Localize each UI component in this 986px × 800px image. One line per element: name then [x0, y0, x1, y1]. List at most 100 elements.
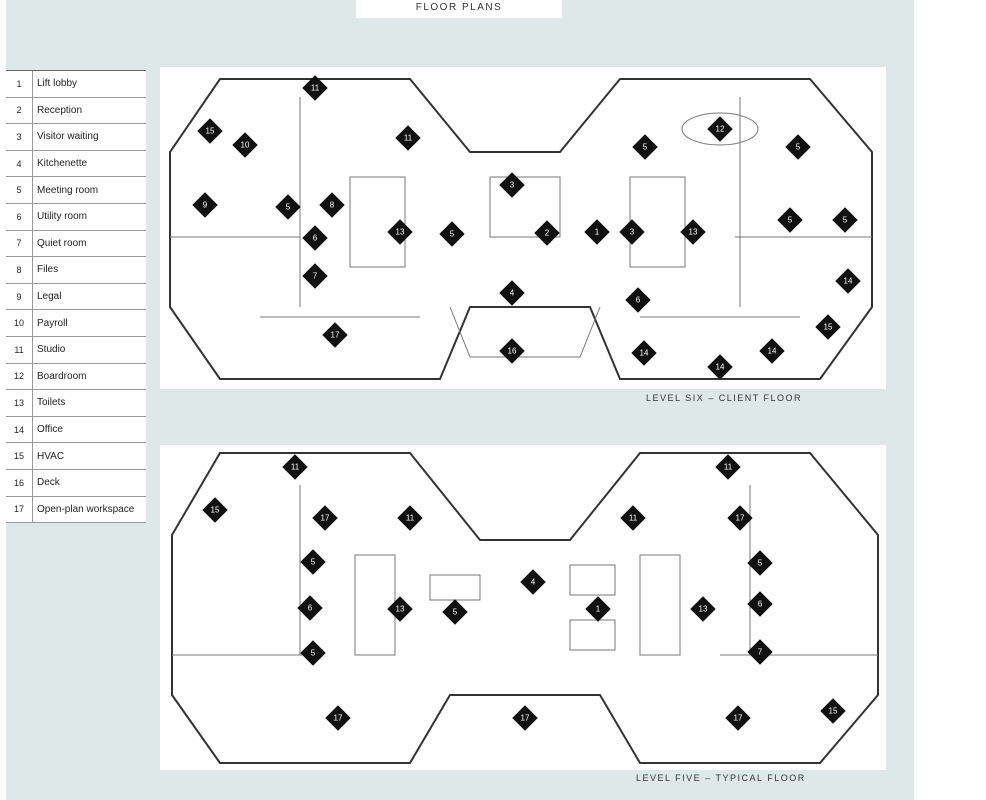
marker-label: 15	[824, 323, 833, 332]
marker-label: 6	[636, 296, 641, 305]
room-marker: 5	[832, 207, 858, 233]
marker-diamond	[319, 192, 345, 218]
marker-diamond	[690, 596, 716, 622]
legend-number: 4	[6, 150, 33, 177]
marker-label: 13	[396, 228, 405, 237]
marker-label: 3	[630, 228, 635, 237]
room-marker: 14	[759, 338, 785, 364]
marker-label: 17	[321, 514, 330, 523]
marker-diamond	[707, 116, 733, 142]
marker-diamond	[297, 595, 323, 621]
marker-diamond	[312, 505, 338, 531]
marker-label: 8	[330, 201, 335, 210]
marker-diamond	[300, 640, 326, 666]
marker-label: 5	[643, 143, 648, 152]
room-marker: 15	[202, 497, 228, 523]
marker-label: 9	[203, 201, 208, 210]
room-marker: 12	[707, 116, 733, 142]
marker-label: 2	[545, 229, 550, 238]
room-marker: 17	[322, 322, 348, 348]
room-marker: 6	[747, 591, 773, 617]
marker-diamond	[322, 322, 348, 348]
room-marker: 4	[499, 280, 525, 306]
room-marker: 17	[312, 505, 338, 531]
marker-label: 11	[404, 134, 413, 143]
marker-label: 6	[758, 600, 763, 609]
outer-wall	[171, 452, 879, 764]
legend-number: 8	[6, 257, 33, 283]
room-marker: 5	[300, 549, 326, 575]
room-marker: 6	[302, 225, 328, 251]
marker-diamond	[747, 639, 773, 665]
marker-label: 11	[724, 463, 733, 472]
marker-label: 7	[758, 648, 763, 657]
marker-diamond	[387, 596, 413, 622]
room-marker: 13	[387, 219, 413, 245]
room-marker: 14	[631, 340, 657, 366]
room-marker: 10	[232, 132, 258, 158]
marker-label: 5	[450, 230, 455, 239]
legend-label: Meeting room	[37, 184, 99, 196]
legend-label: Toilets	[37, 397, 66, 409]
legend-number: 14	[6, 416, 33, 443]
marker-diamond	[442, 599, 468, 625]
marker-diamond	[747, 550, 773, 576]
room-marker: 11	[282, 454, 308, 480]
room-marker: 5	[785, 134, 811, 160]
legend-number: 10	[6, 310, 33, 336]
marker-label: 11	[629, 514, 638, 523]
marker-label: 5	[453, 608, 458, 617]
marker-diamond	[302, 225, 328, 251]
marker-diamond	[725, 705, 751, 731]
marker-diamond	[499, 338, 525, 364]
legend-label: Quiet room	[37, 237, 87, 249]
legend-label: Files	[37, 264, 59, 276]
marker-label: 13	[689, 228, 698, 237]
marker-diamond	[202, 497, 228, 523]
room-marker: 13	[387, 596, 413, 622]
room-marker: 17	[725, 705, 751, 731]
marker-diamond	[275, 194, 301, 220]
marker-diamond	[785, 134, 811, 160]
marker-label: 16	[508, 347, 517, 356]
marker-label: 14	[844, 277, 853, 286]
marker-label: 17	[521, 714, 530, 723]
marker-diamond	[832, 207, 858, 233]
legend-label: Utility room	[37, 211, 88, 223]
room-marker: 5	[442, 599, 468, 625]
marker-label: 5	[843, 216, 848, 225]
marker-label: 12	[716, 125, 725, 134]
marker-label: 14	[768, 347, 777, 356]
marker-diamond	[835, 268, 861, 294]
legend-label: Lift lobby	[37, 78, 78, 90]
marker-label: 5	[788, 216, 793, 225]
level-five-caption: LEVEL FIVE – TYPICAL FLOOR	[636, 773, 806, 783]
legend-label: Visitor waiting	[37, 131, 99, 143]
legend-number: 11	[6, 336, 33, 363]
room-marker: 5	[777, 207, 803, 233]
marker-diamond	[727, 505, 753, 531]
outer-wall	[169, 78, 873, 380]
room-marker: 6	[297, 595, 323, 621]
marker-label: 5	[796, 143, 801, 152]
legend-row: 8 Files	[6, 257, 146, 284]
room-marker: 15	[197, 118, 223, 144]
legend-number: 2	[6, 97, 33, 124]
marker-diamond	[325, 705, 351, 731]
marker-label: 1	[596, 605, 601, 614]
marker-label: 14	[640, 349, 649, 358]
marker-label: 17	[736, 514, 745, 523]
marker-diamond	[680, 219, 706, 245]
room-marker: 6	[625, 287, 651, 313]
